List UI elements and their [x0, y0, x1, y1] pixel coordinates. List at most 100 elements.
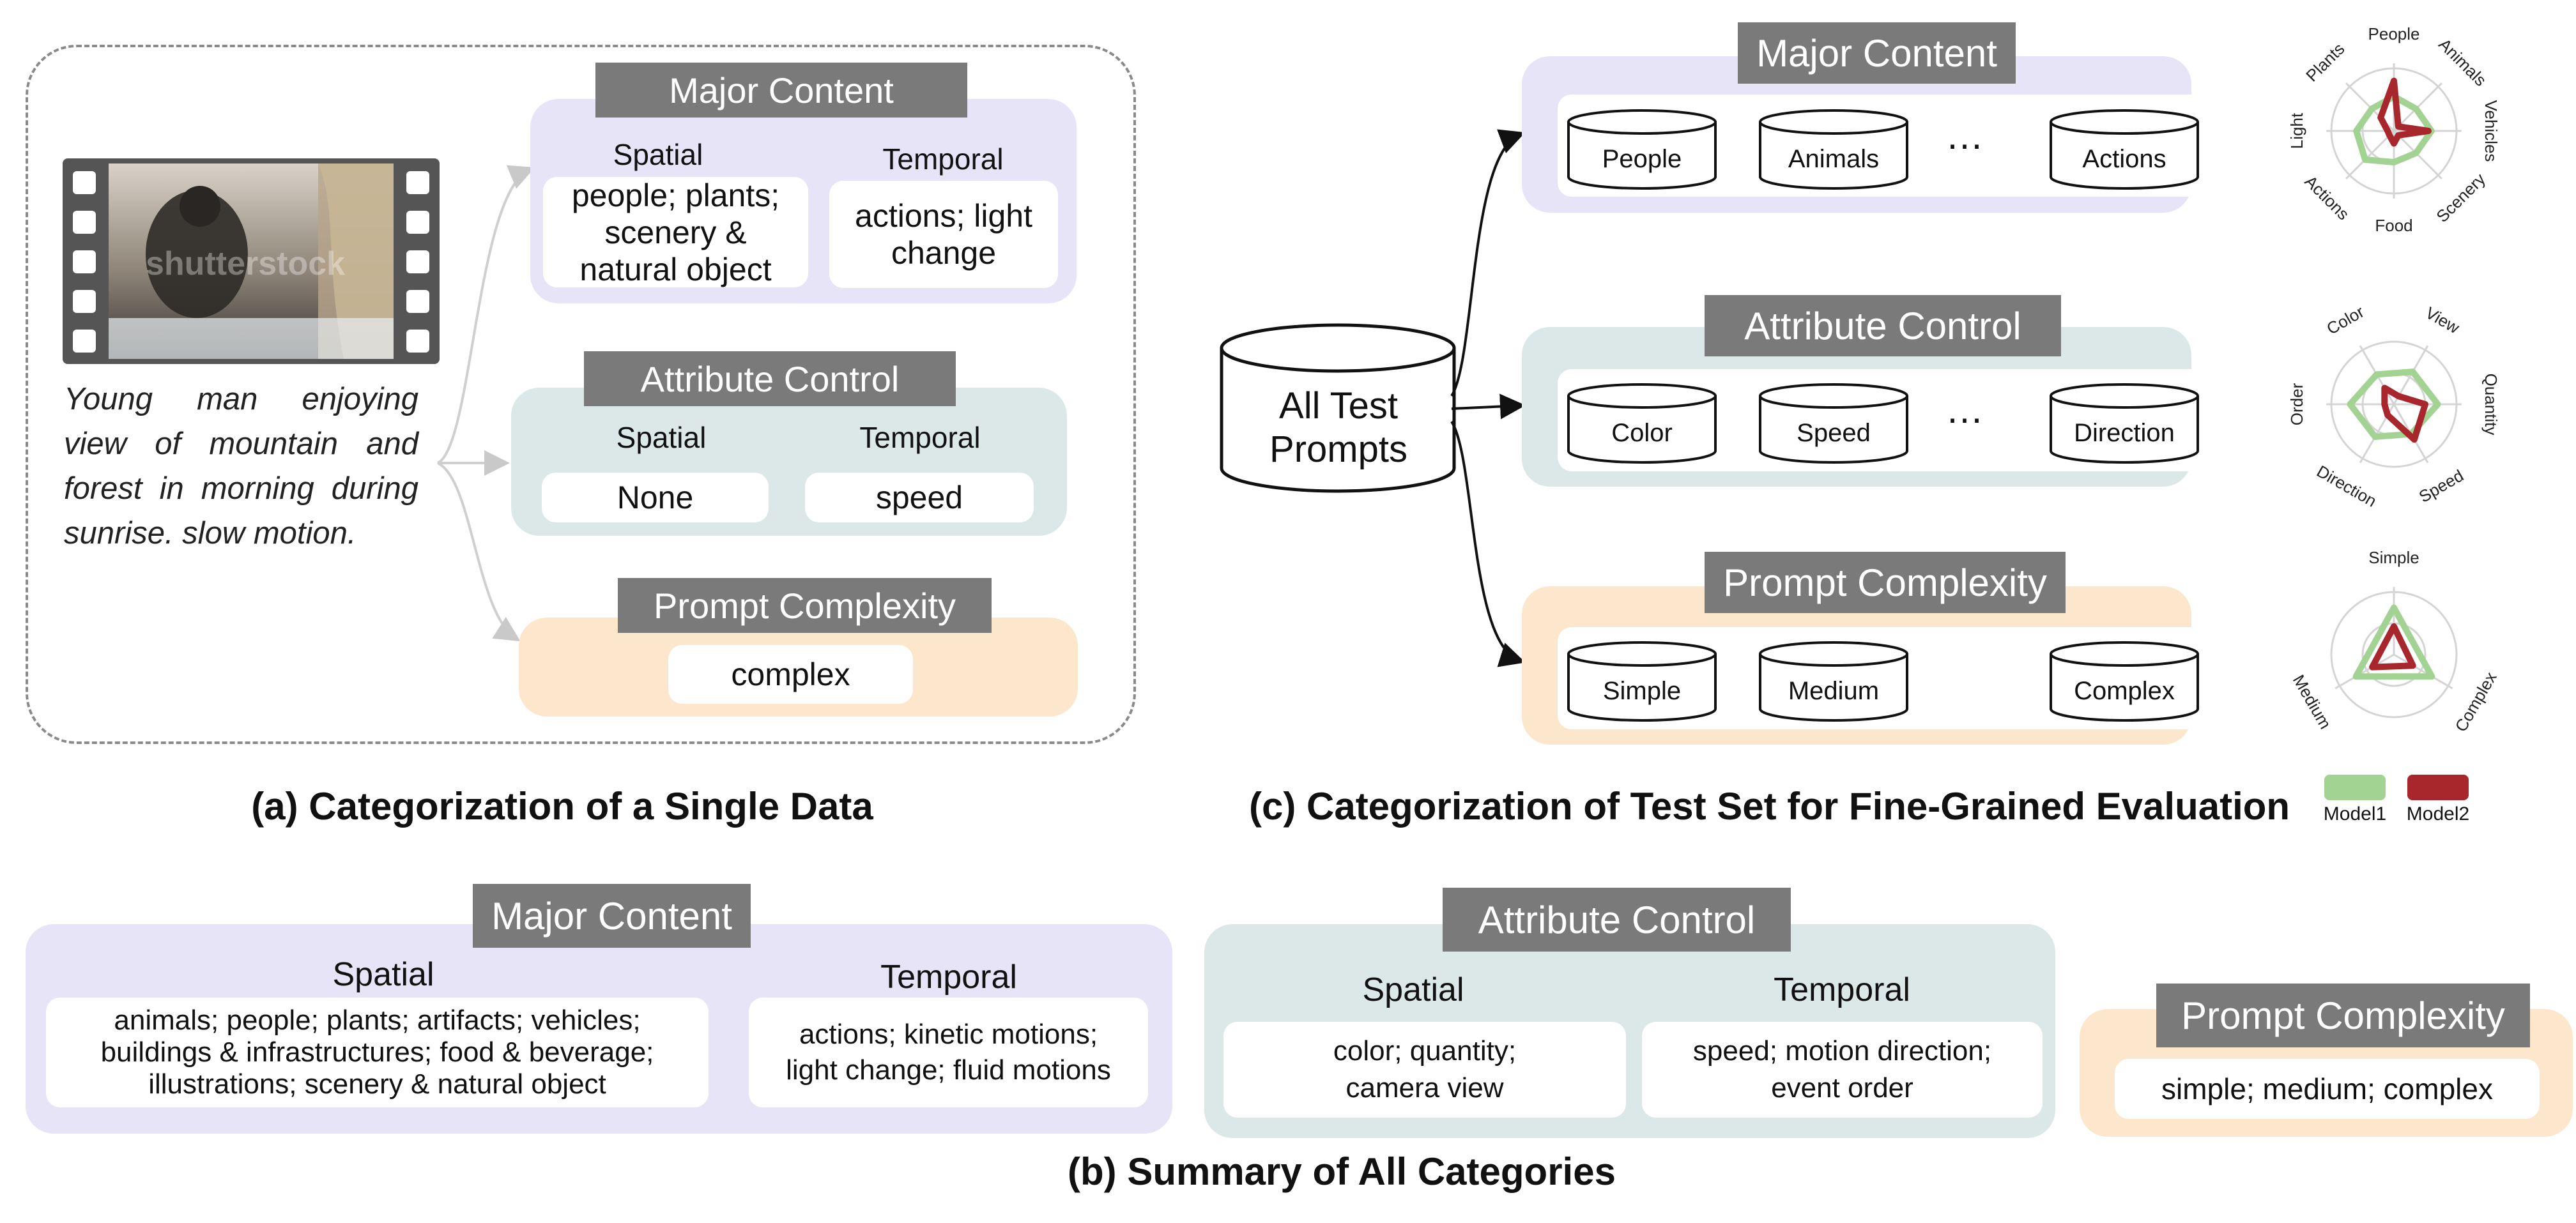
ellipsis-label: …	[1945, 388, 1984, 431]
panel-a-attribute-control-title: Attribute Control	[584, 351, 956, 406]
panel-c-connectors	[1450, 129, 1526, 667]
radar-axis-label: Animals	[2435, 34, 2490, 90]
panel-c-complexity-item-label: Simple	[1602, 677, 1682, 705]
panel-c-attribute-control-title: Attribute Control	[1705, 295, 2061, 356]
legend-swatch-model2	[2407, 775, 2469, 800]
panel-c-major-cylinder	[1759, 109, 1908, 190]
panel-c-attr-item-label: Direction	[2074, 419, 2175, 447]
panel-c-attr-item-label: Speed	[1797, 419, 1871, 447]
panel-a-prompt-complexity-value: complex	[668, 645, 913, 704]
all-test-prompts-cylinder	[1220, 323, 1456, 493]
panel-b-attr-temporal-line: speed; motion direction;	[1692, 1035, 1992, 1067]
video-watermark: shutterstock	[146, 245, 346, 282]
panel-c-major-item-label: People	[1602, 145, 1682, 173]
panel-c-major-item-label: Animals	[1788, 145, 1880, 173]
radar-axis-label: Plants	[2302, 39, 2348, 85]
panel-a-attr-spatial-value: None	[542, 473, 769, 522]
video-thumbnail: shutterstock	[63, 158, 440, 364]
film-sprocket-hole	[73, 171, 96, 194]
radar-series-model2	[2381, 384, 2428, 443]
panel-b-prompt-complexity-title: Prompt Complexity	[2156, 984, 2530, 1047]
panel-a-frame	[26, 45, 1136, 744]
panel-a-major-spatial-label: Spatial	[613, 138, 703, 171]
radar-charts: PeopleAnimalsVehiclesSceneryFoodActionsL…	[2287, 24, 2501, 735]
legend-label-model1: Model1	[2323, 803, 2387, 824]
radar-axis-label: Medium	[2289, 671, 2335, 732]
panel-b-attr-temporal-value: speed; motion direction; event order	[1642, 1022, 2043, 1118]
film-sprocket-hole	[73, 290, 96, 313]
panel-b-major-temporal-label: Temporal	[880, 959, 1017, 996]
radar-axis-label: Color	[2324, 302, 2368, 338]
panel-b-attr-spatial-line: color; quantity;	[1333, 1035, 1517, 1067]
panel-b-major-spatial-line: illustrations; scenery & natural object	[148, 1068, 606, 1100]
film-sprocket-hole	[73, 330, 96, 353]
panel-c-complexity-cylinder	[2050, 641, 2199, 722]
panel-b-major-spatial-line: animals; people; plants; artifacts; vehi…	[114, 1005, 641, 1036]
panel-c-complexity-cylinder	[1567, 641, 1717, 722]
panel-a-prompt-complexity-title: Prompt Complexity	[618, 578, 992, 633]
panel-c-major-item-label: Actions	[2082, 145, 2166, 173]
radar-axis-label: People	[2368, 24, 2420, 43]
panel-b-major-temporal-value: actions; kinetic motions; light change; …	[749, 998, 1148, 1107]
panel-c-complexity-item-label: Medium	[1788, 677, 1880, 705]
radar-series-model1	[2353, 93, 2435, 165]
panel-c-major-content-title: Major Content	[1738, 22, 2016, 84]
radar-axis-label: Complex	[2451, 669, 2500, 735]
panel-a-attr-temporal-label: Temporal	[859, 421, 981, 454]
panel-a-major-content-title: Major Content	[595, 63, 967, 118]
radar-spoke	[2334, 653, 2395, 690]
radar-axis-label: Quantity	[2481, 374, 2501, 436]
panel-a-major-temporal-label: Temporal	[882, 142, 1004, 176]
panel-b-attr-temporal-line: event order	[1771, 1072, 1913, 1104]
panel-a-major-spatial-value: people; plants; scenery & natural object	[543, 177, 808, 287]
radar-spoke	[2393, 653, 2453, 690]
ellipsis-label: …	[1945, 114, 1984, 157]
radar-axis-label: Order	[2287, 383, 2306, 425]
panel-b-attribute-control-title: Attribute Control	[1443, 888, 1791, 952]
panel-b-attr-spatial-label: Spatial	[1362, 971, 1464, 1008]
panel-b-major-temporal-line: light change; fluid motions	[786, 1054, 1111, 1086]
radar-series-model1	[2352, 604, 2435, 680]
radar-spoke	[2345, 130, 2395, 179]
panel-a-caption: (a) Categorization of a Single Data	[251, 785, 873, 828]
panel-c-attr-item-label: Color	[1611, 419, 1673, 447]
radar-axis-label: Actions	[2301, 172, 2354, 224]
film-sprocket-hole	[406, 290, 429, 313]
radar-axis-label: View	[2422, 303, 2463, 337]
panel-c-attr-cylinder	[1759, 383, 1908, 464]
film-sprocket-hole	[406, 330, 429, 353]
panel-b-major-content-title: Major Content	[473, 884, 751, 948]
film-sprocket-hole	[406, 211, 429, 234]
panel-a-attr-temporal-value: speed	[805, 473, 1034, 522]
radar-series-model2	[2377, 77, 2432, 147]
panel-a-major-temporal-value: actions; light change	[829, 181, 1058, 288]
legend-swatch-model1	[2324, 775, 2386, 800]
radar-axis-label: Direction	[2313, 461, 2380, 510]
panel-b-major-temporal-line: actions; kinetic motions;	[799, 1019, 1098, 1050]
panel-b-major-spatial-value: animals; people; plants; artifacts; vehi…	[46, 998, 709, 1107]
radar-series-model2	[2369, 623, 2416, 671]
panel-b-caption: (b) Summary of All Categories	[1068, 1150, 1616, 1193]
panel-a-attr-spatial-label: Spatial	[616, 421, 707, 454]
film-sprocket-hole	[406, 171, 429, 194]
panel-b-major-spatial-label: Spatial	[332, 956, 434, 993]
film-sprocket-hole	[73, 250, 96, 273]
panel-c-major-cylinder	[1567, 109, 1717, 190]
prompt-text: Young man enjoying view of mountain and …	[64, 382, 418, 551]
film-sprocket-hole	[406, 250, 429, 273]
panel-c-prompt-complexity-title: Prompt Complexity	[1705, 552, 2066, 613]
film-sprocket-hole	[73, 211, 96, 234]
radar-axis-label: Vehicles	[2481, 100, 2501, 162]
panel-b-prompt-complexity-value: simple; medium; complex	[2115, 1059, 2540, 1119]
radar-axis-label: Speed	[2416, 466, 2467, 506]
panel-c-caption: (c) Categorization of Test Set for Fine-…	[1249, 785, 2290, 828]
radar-axis-label: Light	[2287, 112, 2306, 149]
panel-b-attr-temporal-label: Temporal	[1774, 971, 1910, 1008]
panel-b-major-spatial-line: buildings & infrastructures; food & beve…	[100, 1037, 654, 1068]
panel-b-attr-spatial-line: camera view	[1346, 1072, 1504, 1104]
panel-c-attr-cylinder	[2050, 383, 2199, 464]
radar-series-model1	[2347, 368, 2441, 440]
panel-c-complexity-item-label: Complex	[2074, 677, 2175, 705]
legend-label-model2: Model2	[2406, 803, 2470, 824]
panel-b-attr-spatial-value: color; quantity; camera view	[1223, 1022, 1626, 1118]
